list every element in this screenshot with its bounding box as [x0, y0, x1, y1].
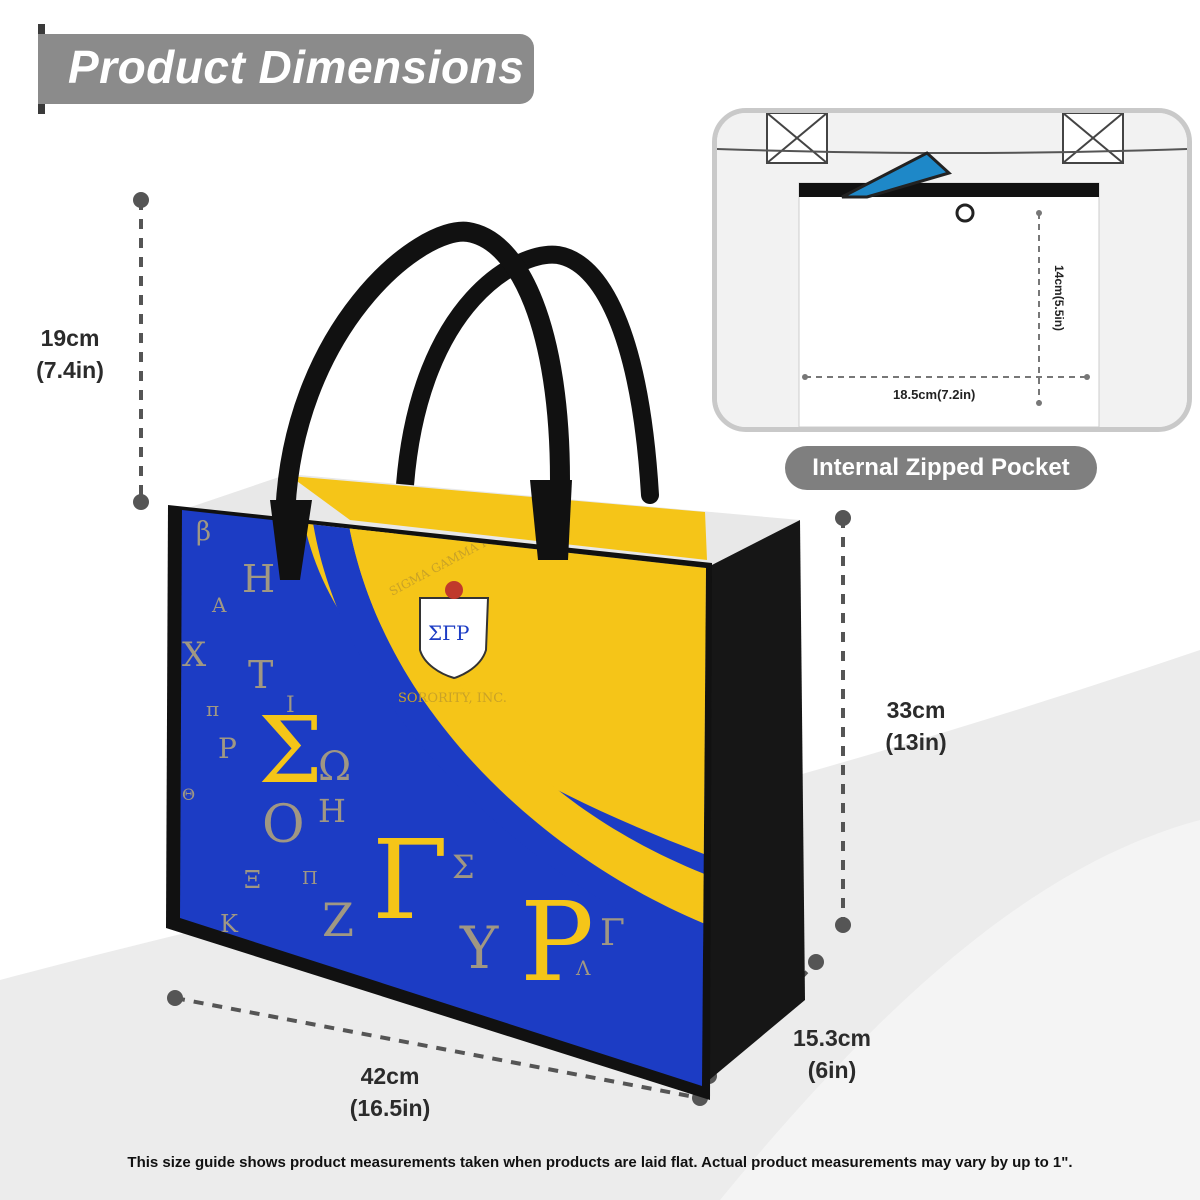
pattern-letter: Ι: [286, 693, 295, 718]
page-title: Product Dimensions: [68, 41, 525, 93]
pattern-letter: π: [206, 697, 219, 721]
pattern-letter: Ο: [262, 795, 305, 855]
big-letter-rho: Ρ: [520, 878, 594, 1006]
pocket-detail-panel: 18.5cm(7.2in) 14cm(5.5in): [712, 108, 1192, 432]
pocket-illustration: 18.5cm(7.2in) 14cm(5.5in): [717, 113, 1187, 427]
pattern-letter: Π: [302, 868, 318, 889]
big-letter-sigma: Σ: [258, 697, 323, 804]
pattern-letter: Τ: [248, 653, 273, 697]
pattern-letter: Ξ: [244, 866, 261, 894]
pattern-letter: β: [196, 517, 211, 547]
title-banner: [38, 34, 534, 104]
pattern-letter: Η: [242, 557, 275, 601]
handle-height-cm: 19cm: [40, 325, 100, 351]
bag-depth-cm: 15.3cm: [792, 1025, 871, 1051]
pocket-badge: Internal Zipped Pocket: [785, 446, 1097, 490]
pattern-letter: Ω: [318, 744, 351, 790]
pattern-letter: Υ: [459, 914, 499, 982]
bag-depth-label: 15.3cm (6in): [772, 1022, 892, 1086]
pocket-width-label: 18.5cm(7.2in): [893, 387, 975, 402]
pattern-letter: Α: [211, 593, 227, 617]
pattern-letter: Κ: [220, 910, 239, 938]
pattern-letter: Γ: [600, 913, 625, 954]
big-letter-gamma: Γ: [372, 816, 448, 944]
bag-height-label: 33cm (13in): [866, 694, 966, 758]
handle-height-label: 19cm (7.4in): [20, 322, 120, 386]
pattern-letter: Σ: [452, 848, 475, 886]
pocket-height-label: 14cm(5.5in): [1052, 265, 1066, 331]
handle-height-in: (7.4in): [36, 357, 104, 383]
svg-text:ΣΓΡ: ΣΓΡ: [428, 621, 469, 645]
bag-width-cm: 42cm: [360, 1063, 420, 1089]
crest-bottom-text: SORORITY, INC.: [398, 691, 507, 706]
pattern-letter: Ζ: [322, 893, 354, 947]
pattern-letter: Λ: [575, 956, 591, 980]
bag-width-in: (16.5in): [349, 1095, 431, 1121]
bag-height-in: (13in): [885, 729, 947, 755]
pattern-letter: Ρ: [218, 732, 237, 765]
size-guide-footnote: This size guide shows product measuremen…: [127, 1154, 1073, 1171]
pattern-letter: Η: [318, 792, 346, 830]
bag-height-cm: 33cm: [886, 697, 946, 723]
bag-depth-in: (6in): [807, 1057, 857, 1083]
pattern-letter: Θ: [182, 785, 195, 804]
pattern-letter: Χ: [182, 635, 207, 675]
crest-emblem: ΣΓΡ: [419, 581, 490, 680]
bag-width-label: 42cm (16.5in): [330, 1060, 450, 1124]
